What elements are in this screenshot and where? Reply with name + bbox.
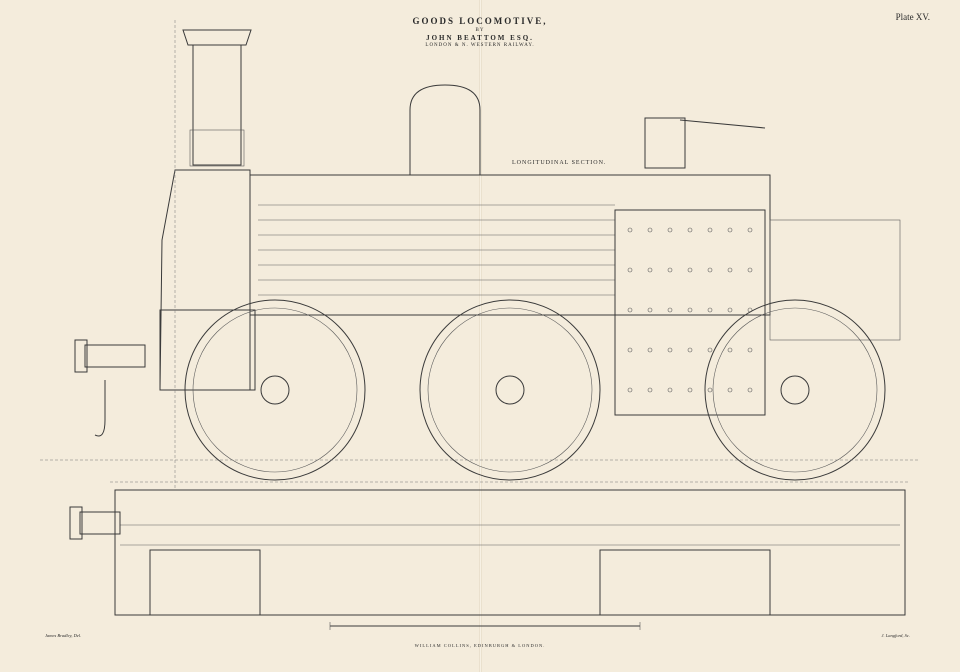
plate-by: BY xyxy=(475,28,485,33)
cylinder xyxy=(159,309,256,391)
chimney xyxy=(182,29,252,167)
engraver-credit: J. Langford, Sc. xyxy=(881,633,910,638)
plate-number: Plate XV. xyxy=(895,12,930,22)
publisher-line: WILLIAM COLLINS, EDINBURGH & LONDON. xyxy=(414,643,546,648)
scale-bar xyxy=(329,622,641,630)
section-label: LONGITUDINAL SECTION. xyxy=(512,160,607,166)
smokebox xyxy=(159,169,251,391)
plate-author: JOHN BEATTOM ESQ. xyxy=(426,34,534,42)
plate-railway: LONDON & N. WESTERN RAILWAY. xyxy=(425,43,535,48)
firebox xyxy=(614,209,766,416)
buffer xyxy=(74,339,146,437)
boiler xyxy=(249,174,771,316)
trailing-wheel xyxy=(704,299,886,481)
footplate xyxy=(769,219,901,341)
plate-title: GOODS LOCOMOTIVE, xyxy=(412,16,548,26)
dimension-lines xyxy=(40,20,920,490)
leading-wheel xyxy=(184,299,366,481)
safety-valve xyxy=(644,117,766,169)
driving-wheel xyxy=(419,299,601,481)
center-fold xyxy=(479,0,482,672)
steam-dome xyxy=(409,84,481,175)
drawn-by-credit: James Bradley, Del. xyxy=(45,633,82,638)
plan-view xyxy=(69,489,906,616)
